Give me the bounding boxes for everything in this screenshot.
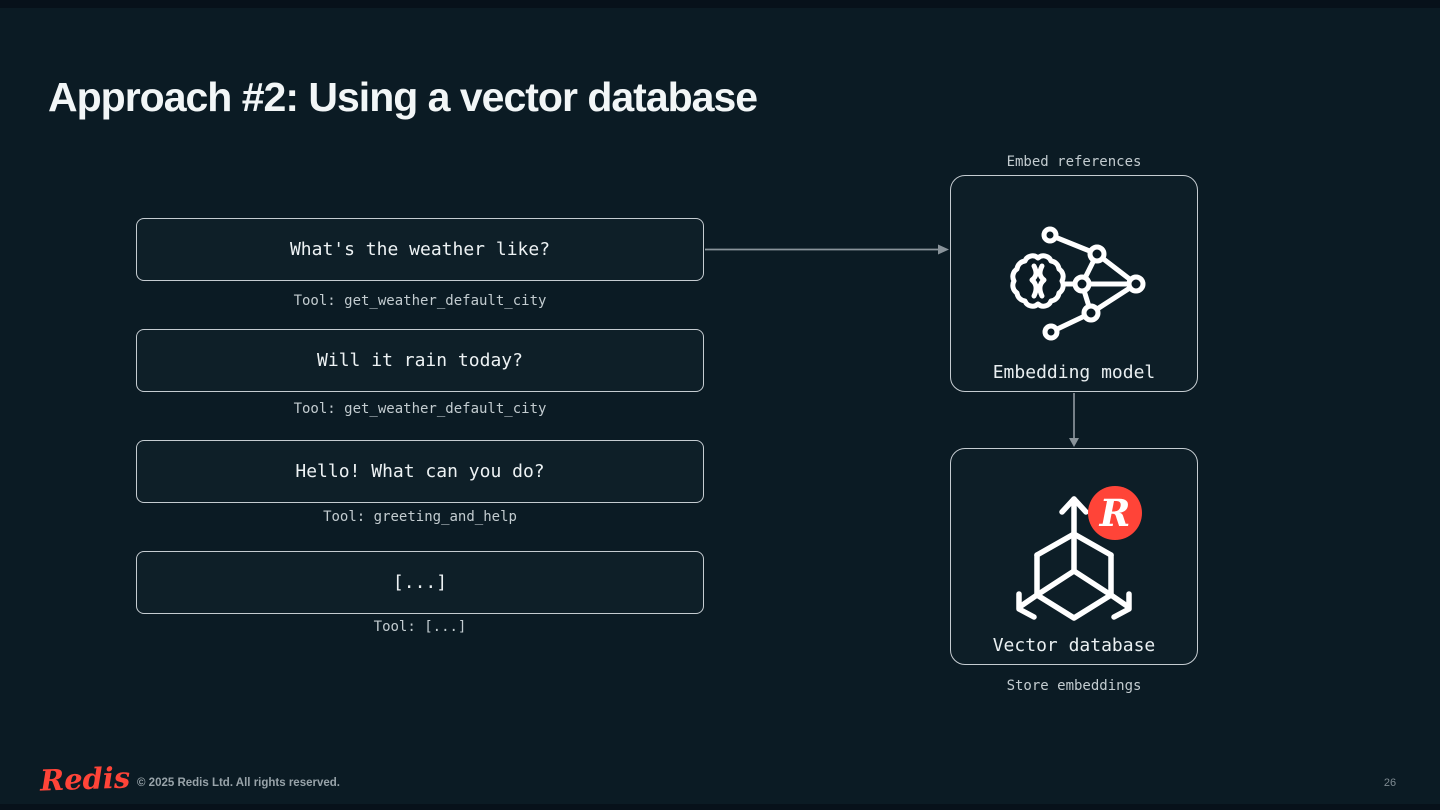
query-text-4: [...] — [392, 572, 448, 593]
query-text-2: Will it rain today? — [317, 350, 523, 371]
page-title: Approach #2: Using a vector database — [48, 74, 758, 120]
embedding-model-box: Embedding model — [950, 175, 1198, 392]
redis-badge-letter: R — [1099, 491, 1131, 535]
copyright-text: © 2025 Redis Ltd. All rights reserved. — [137, 777, 340, 789]
embedding-model-icon — [1010, 226, 1146, 341]
query-box-3: Hello! What can you do? — [136, 440, 704, 503]
top-edge-strip — [0, 0, 1440, 8]
query-box-4: [...] — [136, 551, 704, 614]
query-text-1: What's the weather like? — [289, 239, 551, 260]
store-embeddings-caption: Store embeddings — [1006, 678, 1142, 694]
vector-database-label: Vector database — [992, 635, 1156, 656]
bottom-edge-strip — [0, 804, 1440, 810]
tool-label-1: Tool: get_weather_default_city — [293, 293, 547, 309]
embed-references-caption: Embed references — [1006, 154, 1142, 170]
page-number: 26 — [1383, 777, 1397, 789]
query-box-1: What's the weather like? — [136, 218, 704, 281]
embedding-model-label: Embedding model — [992, 362, 1156, 383]
query-text-3: Hello! What can you do? — [295, 461, 545, 482]
tool-label-4: Tool: [...] — [373, 619, 467, 635]
tool-label-2: Tool: get_weather_default_city — [293, 401, 547, 417]
vector-database-box: R Vector database — [950, 448, 1198, 665]
tool-label-3: Tool: greeting_and_help — [323, 509, 517, 525]
redis-badge-icon: R — [1088, 486, 1142, 540]
vector-database-icon: R — [1016, 486, 1142, 621]
redis-logo: Redis — [39, 760, 131, 798]
query-box-2: Will it rain today? — [136, 329, 704, 392]
